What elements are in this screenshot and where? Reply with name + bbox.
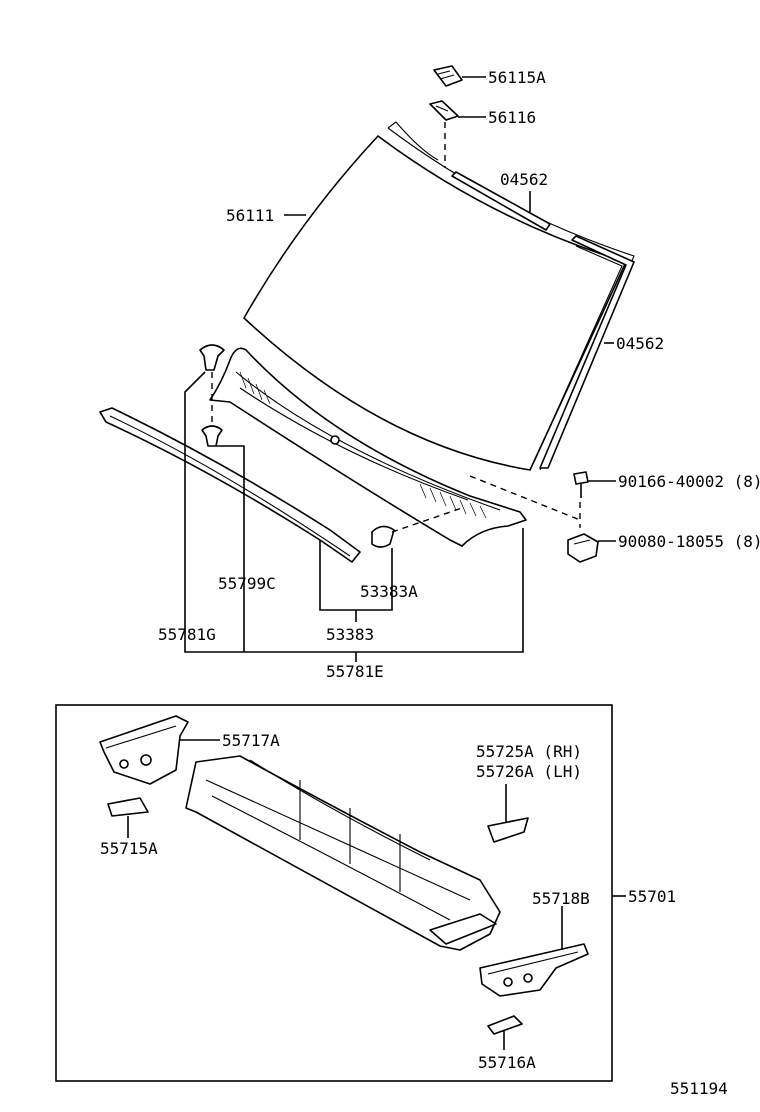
dash-53383A <box>391 507 463 533</box>
nut-90080 <box>567 533 599 563</box>
bracket-55716A <box>487 1015 523 1035</box>
leader-55799C <box>216 445 245 652</box>
label-04562-top: 04562 <box>500 170 548 189</box>
label-55715A: 55715A <box>100 839 158 858</box>
cowl-louver <box>209 347 527 547</box>
dash-to-90080 <box>469 475 581 521</box>
molding-top-04562 <box>451 171 551 231</box>
label-04562-side: 04562 <box>616 334 664 353</box>
label-56111: 56111 <box>226 206 274 225</box>
label-55799C: 55799C <box>218 574 276 593</box>
diagram-id: 551194 <box>670 1079 728 1098</box>
bracket-55725A <box>487 817 529 843</box>
bracket-55717A <box>99 715 189 785</box>
label-53383A: 53383A <box>360 582 418 601</box>
assembly-box-55701 <box>55 704 613 1082</box>
clip-56116 <box>429 100 459 121</box>
bracket-55718B <box>479 943 589 997</box>
label-55725A: 55725A (RH) <box>476 742 582 761</box>
molding-side-04562 <box>533 235 635 469</box>
label-55718B: 55718B <box>532 889 590 908</box>
bracket-55781E <box>184 371 524 653</box>
label-90080: 90080-18055 (8) <box>618 532 760 551</box>
label-55781E: 55781E <box>326 662 384 681</box>
clip-55799C <box>201 425 223 447</box>
clip-56115A <box>433 65 463 87</box>
label-90166: 90166-40002 (8) <box>618 472 760 491</box>
cowl-seal <box>99 407 361 563</box>
label-55701: 55701 <box>628 887 676 906</box>
label-53383: 53383 <box>326 625 374 644</box>
cowl-panel-55701 <box>185 755 501 951</box>
label-56115A: 56115A <box>488 68 546 87</box>
label-55717A: 55717A <box>222 731 280 750</box>
label-55716A: 55716A <box>478 1053 536 1072</box>
clip-53383A <box>371 525 395 548</box>
label-55781G: 55781G <box>158 625 216 644</box>
screw-90166 <box>573 471 589 498</box>
bracket-55715A <box>107 797 149 817</box>
label-56116: 56116 <box>488 108 536 127</box>
louver-hatch <box>239 371 487 519</box>
label-55726A: 55726A (LH) <box>476 762 582 781</box>
clip-55781G-top <box>199 344 225 371</box>
